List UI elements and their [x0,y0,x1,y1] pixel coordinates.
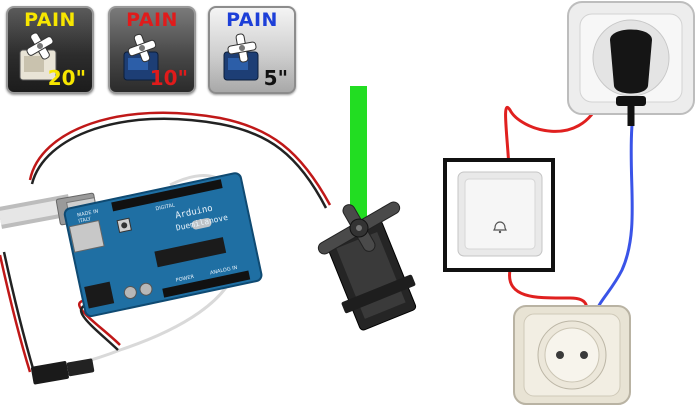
neutral-wire [594,124,634,313]
bell-icon [493,221,507,234]
servo-icon [123,33,159,81]
pain-20-label: PAIN [24,9,76,31]
servo-icon [19,32,57,81]
arduino-board: Arduino Duemilanove MADE IN ITALY POWER … [63,172,263,318]
servo-position-indicator [350,86,367,228]
servo-icon [223,33,259,81]
plug-icon [610,29,652,126]
servo-ground-wire [30,117,328,209]
pain-20-button[interactable]: PAIN 20" [6,6,94,94]
pain-5-time: 5" [263,66,288,90]
servo-power-wire-lower [0,254,32,373]
servo-motor [317,201,417,331]
socket-icon [556,351,588,359]
doorbell-switch [443,158,555,272]
wall-outlet-with-plug [567,1,695,126]
live-wire-upper [504,99,602,196]
pain-5-button[interactable]: PAIN 5" [208,6,296,94]
analog-label: ANALOG IN [210,265,239,277]
servo-ground-wire-lower [2,251,36,373]
pain-10-button[interactable]: PAIN 10" [108,6,196,94]
servo-connector [31,358,95,385]
power-label: POWER [175,274,195,284]
pain-5-label: PAIN [226,9,278,31]
made-in-label: MADE IN [77,208,100,218]
pain-10-label: PAIN [126,9,178,31]
socket-outlet [513,305,631,405]
italy-label: ITALY [78,216,93,225]
digital-label: DIGITAL [155,202,176,212]
pain-20-time: 20" [47,66,86,90]
servo-power-wire [28,111,332,206]
atmega-chip [154,237,227,268]
pain-10-time: 10" [149,66,188,90]
